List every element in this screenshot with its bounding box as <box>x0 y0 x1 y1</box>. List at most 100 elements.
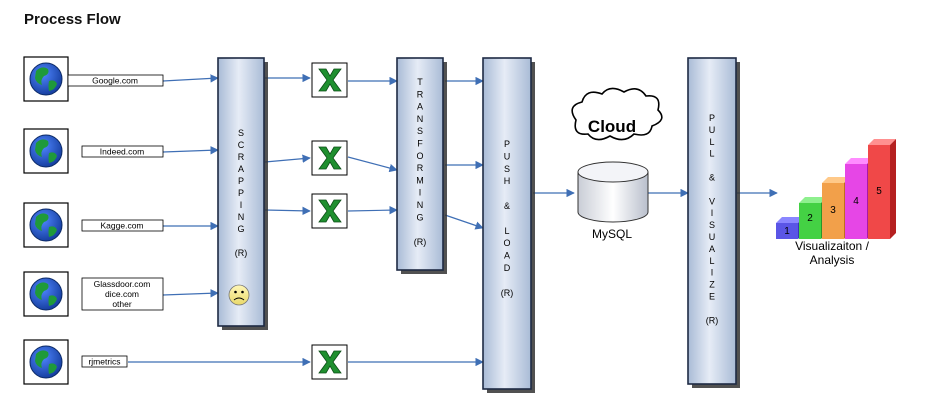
excel-icon <box>311 193 348 229</box>
stage-letter: H <box>504 176 511 186</box>
stage-letter: U <box>709 232 716 242</box>
viz-step-label: 3 <box>830 205 836 216</box>
sources: Google.com Indeed.com Kagge.com <box>23 56 164 385</box>
source-label: Google.com <box>92 76 138 86</box>
stage-letter: C <box>238 140 245 150</box>
stage-letter: (R) <box>706 315 719 325</box>
source-label: Indeed.com <box>100 147 144 157</box>
source-label: rjmetrics <box>88 357 120 367</box>
viz-label-line: Visualizaiton / <box>795 239 869 253</box>
viz-step: 5 <box>868 139 896 239</box>
stage-letter: I <box>711 268 714 278</box>
stage-letter: L <box>709 256 714 266</box>
source-label: Kagge.com <box>101 221 144 231</box>
stage-letter: (R) <box>235 248 248 258</box>
source-label: other <box>112 299 132 309</box>
stage-letter: N <box>417 114 424 124</box>
stage-letter: P <box>238 176 244 186</box>
stage-letter: A <box>417 102 423 112</box>
stage-letter: Z <box>709 280 715 290</box>
stage-letter: S <box>709 220 715 230</box>
stage-letter: R <box>238 152 245 162</box>
stage-letter: R <box>417 163 424 173</box>
page-title: Process Flow <box>24 11 121 28</box>
stage-letter: T <box>417 77 423 87</box>
stage-letter: N <box>417 200 424 210</box>
arrow-excel3-trans <box>347 205 398 215</box>
stage-letter: G <box>416 212 423 222</box>
excel-icon <box>311 62 348 98</box>
stage-letter: M <box>416 175 424 185</box>
stage-letter: F <box>417 139 423 149</box>
stage-letter: L <box>709 149 714 159</box>
stage-letter: (R) <box>501 288 514 298</box>
stage-letter: & <box>504 201 510 211</box>
globe-icon <box>29 345 63 379</box>
viz-step-label: 1 <box>784 226 790 237</box>
source-indeed: Indeed.com <box>23 128 164 174</box>
stage-letter: A <box>238 164 244 174</box>
stage-letter: G <box>237 224 244 234</box>
stage-letter: D <box>504 263 511 273</box>
stage-letter: E <box>709 292 715 302</box>
stage-letter: (R) <box>414 237 427 247</box>
globe-icon <box>29 134 63 168</box>
source-rjmetrics: rjmetrics <box>23 339 128 385</box>
globe-icon <box>29 277 63 311</box>
excel-icon <box>311 344 348 380</box>
source-kagge: Kagge.com <box>23 202 164 248</box>
excel-icon <box>311 140 348 176</box>
stage-letter: O <box>503 238 510 248</box>
globe-icon <box>29 208 63 242</box>
arrow-glassdoor <box>162 289 219 298</box>
viz-step-label: 4 <box>853 196 859 207</box>
viz-label-line: Analysis <box>810 253 855 267</box>
source-label: dice.com <box>105 289 139 299</box>
stage-letter: S <box>238 128 244 138</box>
viz-step-label: 5 <box>876 186 882 197</box>
cloud-label: Cloud <box>588 117 636 136</box>
stage-letter: I <box>419 188 422 198</box>
arrows <box>128 73 778 367</box>
stage-letter: V <box>709 196 715 206</box>
stage-letter: L <box>709 137 714 147</box>
viz-step-label: 2 <box>807 213 813 224</box>
stage-letter: A <box>709 244 715 254</box>
stage-letter: L <box>504 226 509 236</box>
visualization-icon: 1 2 3 4 5 <box>776 139 896 239</box>
cloud-icon: Cloud <box>571 87 663 141</box>
source-google: Google.com <box>23 56 164 102</box>
arrow-indeed <box>162 146 219 155</box>
arrow-scrap-excel3 <box>264 206 311 216</box>
excel-icons <box>311 62 348 380</box>
stage-letter: P <box>709 113 715 123</box>
arrow-excel2-trans <box>347 156 398 173</box>
arrow-scrap-excel2 <box>264 154 311 163</box>
stage-letter: N <box>238 212 245 222</box>
stage-letter: I <box>240 200 243 210</box>
arrow-google <box>162 74 219 83</box>
stage-letter: P <box>504 139 510 149</box>
stage-letter: U <box>709 125 716 135</box>
arrow-trans-push3 <box>444 214 484 230</box>
stage-letter: & <box>709 173 715 183</box>
stage-letter: U <box>504 151 511 161</box>
database-icon <box>577 161 649 223</box>
source-label: Glassdoor.com <box>94 279 151 289</box>
stage-letter: I <box>711 208 714 218</box>
globe-icon <box>29 62 63 96</box>
database-label: MySQL <box>592 227 632 241</box>
sad-face-icon <box>228 284 250 306</box>
stage-letter: S <box>504 164 510 174</box>
source-glassdoor: Glassdoor.com dice.com other <box>23 271 164 317</box>
stage-letter: S <box>417 126 423 136</box>
